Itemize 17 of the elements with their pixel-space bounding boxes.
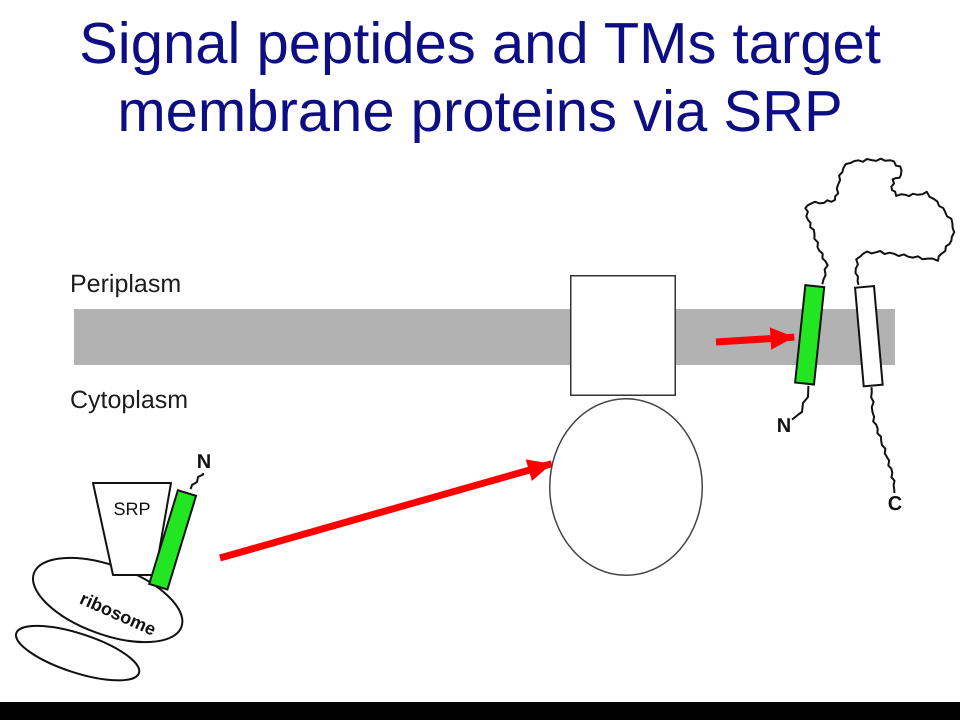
polypeptide-chain — [870, 387, 896, 494]
polypeptide-chain — [190, 472, 204, 490]
targeting-arrow — [219, 459, 553, 562]
n-terminus-label: N — [196, 451, 212, 473]
receptor-circle — [549, 398, 703, 576]
insertion-arrow — [716, 327, 795, 350]
srp-trapezoid — [92, 482, 172, 576]
n-terminus-label: N — [776, 415, 792, 437]
slide-title: Signal peptides and TMs target membrane proteins via SRP — [78, 10, 882, 146]
c-terminus-label: C — [887, 493, 903, 515]
ribosome-large-subunit — [32, 556, 184, 644]
compartment-label: Periplasm — [70, 270, 182, 298]
polypeptide-chain — [791, 386, 810, 420]
compartment-label: Cytoplasm — [70, 386, 188, 414]
polypeptide-loop — [804, 158, 956, 285]
translocon-box — [570, 275, 676, 396]
srp-label: SRP — [113, 499, 150, 519]
